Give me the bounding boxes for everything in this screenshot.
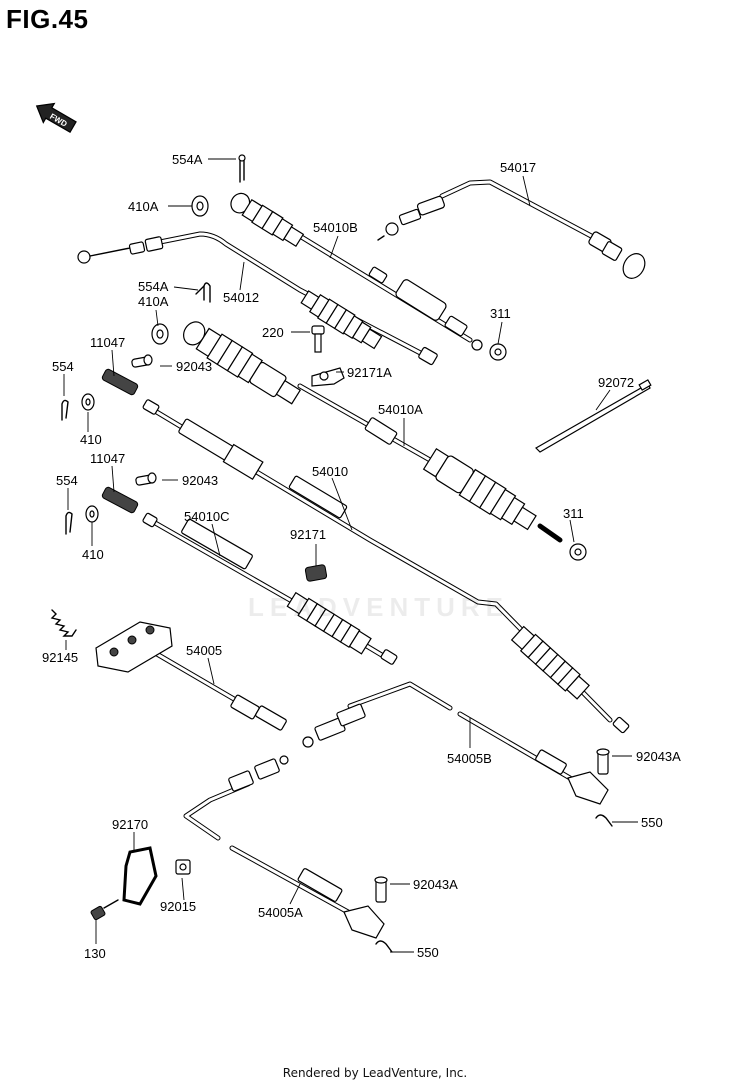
callout-410-b: 410	[82, 547, 104, 562]
clamp-92171A	[311, 367, 345, 387]
callout-92170: 92170	[112, 817, 148, 832]
cotter-pin-550-bot	[375, 940, 393, 953]
bolt-130	[90, 899, 119, 921]
callout-54010C: 54010C	[184, 509, 230, 524]
callout-54017: 54017	[500, 160, 536, 175]
washer-410A-mid	[151, 323, 169, 345]
cotter-pin-554A-top	[238, 154, 246, 183]
clamp-92171	[304, 564, 328, 582]
callout-92043-a: 92043	[176, 359, 212, 374]
washer-410A-top	[191, 195, 209, 217]
callout-311-bot: 311	[563, 506, 584, 521]
callout-410A-top: 410A	[128, 199, 159, 214]
callout-130: 130	[84, 946, 106, 961]
callout-92015: 92015	[160, 899, 196, 914]
cable-54005	[95, 621, 287, 731]
callout-92043A-top: 92043A	[636, 749, 681, 764]
cable-tie-92072	[535, 379, 652, 453]
cable-54005A	[183, 755, 385, 939]
callout-550-top: 550	[641, 815, 663, 830]
callout-554A-top: 554A	[172, 152, 203, 167]
callout-410A-mid: 410A	[138, 294, 169, 309]
spring-92145	[50, 609, 77, 637]
cable-54017	[377, 179, 646, 279]
cotter-pin-554-a	[61, 399, 69, 421]
forward-arrow-icon: FWD	[35, 102, 77, 134]
callout-92043-b: 92043	[182, 473, 218, 488]
clip-11047-b	[101, 486, 139, 514]
callout-54012: 54012	[223, 290, 259, 305]
nut-92015	[175, 859, 191, 875]
callout-311-top: 311	[490, 306, 511, 321]
pin-92043-a	[131, 354, 153, 368]
figure-title: FIG.45	[6, 4, 89, 34]
callout-220: 220	[262, 325, 284, 340]
callout-554-b: 554	[56, 473, 78, 488]
callout-11047-a: 11047	[90, 335, 125, 350]
clip-11047-a	[101, 368, 139, 396]
retainer-92170	[122, 846, 158, 906]
callout-54010: 54010	[312, 464, 348, 479]
cotter-pin-554A-mid	[195, 282, 211, 303]
pin-92043A-top	[596, 748, 610, 775]
pin-92043A-bot	[374, 876, 388, 903]
cable-54010	[142, 399, 630, 734]
washer-410-b	[85, 505, 99, 523]
pin-92043-b	[135, 472, 157, 486]
leader-lines	[63, 158, 638, 953]
nut-311-top	[489, 343, 507, 361]
callout-54005A: 54005A	[258, 905, 303, 920]
callout-92145: 92145	[42, 650, 78, 665]
callout-54005: 54005	[186, 643, 222, 658]
callout-410-a: 410	[80, 432, 102, 447]
washer-410-a	[81, 393, 95, 411]
callout-92171A: 92171A	[347, 365, 392, 380]
bolt-220	[311, 325, 325, 353]
cable-54012	[77, 231, 438, 366]
callout-54010A: 54010A	[378, 402, 423, 417]
watermark-logo: LEADVENTURE	[248, 592, 510, 622]
callout-92171: 92171	[290, 527, 326, 542]
callout-54010B: 54010B	[313, 220, 358, 235]
callout-54005B: 54005B	[447, 751, 492, 766]
cable-54010B	[230, 192, 483, 351]
callout-550-bot: 550	[417, 945, 439, 960]
nut-311-bot	[569, 543, 587, 561]
callout-554-a: 554	[52, 359, 74, 374]
footer-credit: Rendered by LeadVenture, Inc.	[282, 1066, 468, 1080]
callout-554A-mid: 554A	[138, 279, 169, 294]
callout-92043A-bot: 92043A	[413, 877, 458, 892]
callout-11047-b: 11047	[90, 451, 125, 466]
callout-92072: 92072	[598, 375, 634, 390]
cable-54010A	[183, 321, 563, 543]
cable-54005B	[302, 681, 609, 805]
cotter-pin-554-b	[65, 511, 73, 535]
cotter-pin-550-top	[595, 814, 613, 827]
